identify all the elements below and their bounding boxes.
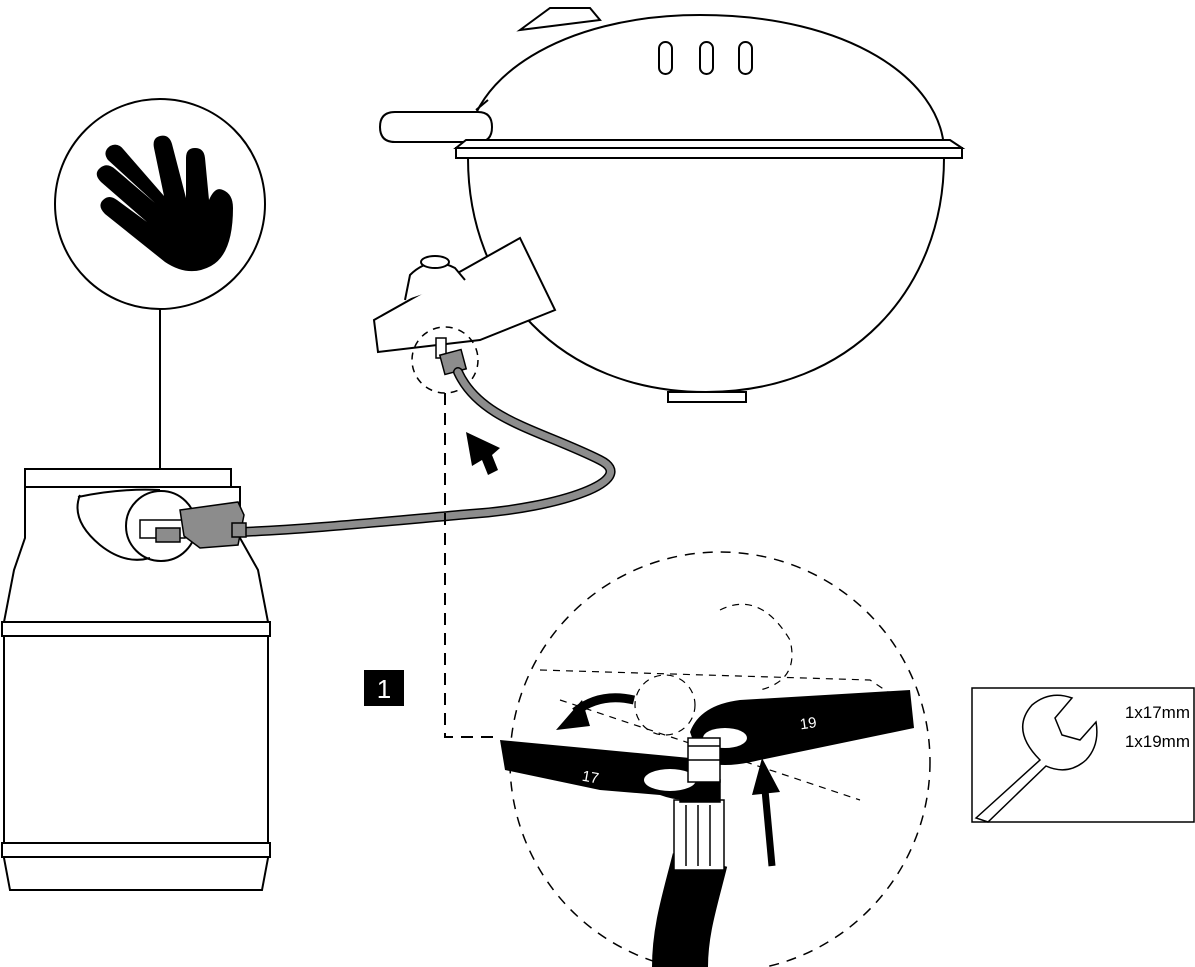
grill — [372, 7, 966, 403]
detail-hose — [652, 853, 728, 967]
tool-item-2: 1x19mm — [1125, 732, 1190, 751]
hold-arrowhead-icon — [752, 758, 780, 795]
wrench-17-label: 17 — [581, 768, 600, 788]
direction-arrow-icon — [466, 432, 500, 475]
detail-leader — [444, 393, 495, 738]
gas-cylinder — [1, 468, 271, 891]
regulator — [125, 490, 247, 562]
wrench-19-label: 19 — [799, 714, 818, 733]
hold-arrow-icon — [761, 789, 776, 867]
wrench-icon — [974, 694, 1098, 823]
wrench-17: 17 — [500, 740, 708, 800]
step-badge: 1 — [364, 670, 404, 706]
fitting-nut — [687, 737, 721, 783]
step-number: 1 — [377, 674, 391, 704]
tools-box: 1x17mm 1x19mm — [971, 687, 1195, 823]
hand-icon — [96, 135, 233, 272]
fitting-callout — [411, 326, 479, 394]
gas-hose — [235, 367, 616, 537]
wrench-19: 19 — [690, 690, 914, 765]
rotate-arrowhead-icon — [556, 700, 590, 730]
tool-item-1: 1x17mm — [1125, 703, 1190, 722]
detail-callout — [509, 551, 931, 967]
hand-callout — [54, 98, 266, 492]
